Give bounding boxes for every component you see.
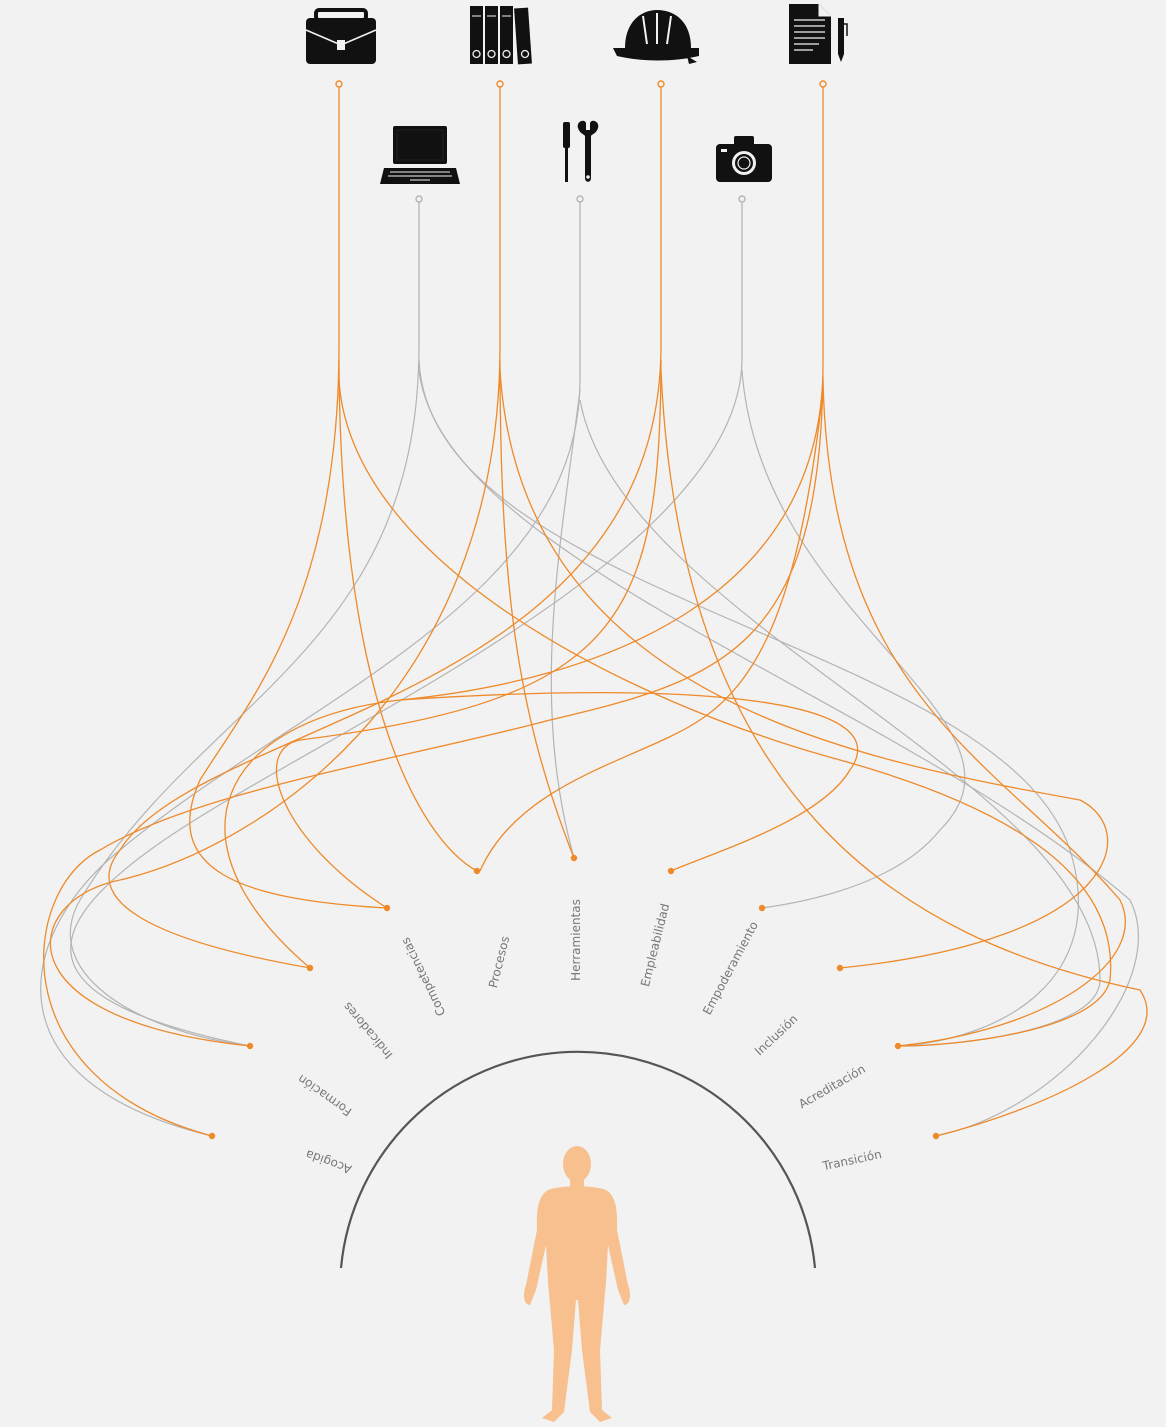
stage-label-formacion: Formación <box>295 1072 354 1119</box>
person-figure <box>524 1146 630 1422</box>
laptop-icon <box>380 126 460 184</box>
gray-connectors <box>41 345 1139 1136</box>
binders-icon <box>470 6 532 64</box>
stage-label-competencias: Competencias <box>398 935 448 1018</box>
stage-label-acogida: Acogida <box>304 1147 354 1177</box>
hard-hat-icon <box>613 10 699 64</box>
stage-label-empoderamiento: Empoderamiento <box>700 919 761 1017</box>
orange-connectors <box>44 345 1147 1136</box>
stage-label-indicadores: Indicadores <box>340 1000 395 1062</box>
stage-label-herramientas: Herramientas <box>569 899 583 981</box>
document-pen-icon <box>789 4 847 64</box>
stage-label-transicion: Transición <box>820 1147 883 1173</box>
stage-label-inclusion: Inclusión <box>752 1012 800 1059</box>
stage-label-empleabilidad: Empleabilidad <box>638 902 672 988</box>
camera-icon <box>716 136 772 182</box>
stage-labels: Acogida Formación Indicadores Competenci… <box>295 899 883 1176</box>
briefcase-icon <box>306 10 376 64</box>
stage-label-procesos: Procesos <box>486 935 512 990</box>
stage-label-acreditacion: Acreditación <box>796 1062 868 1111</box>
tools-icon <box>563 121 598 182</box>
